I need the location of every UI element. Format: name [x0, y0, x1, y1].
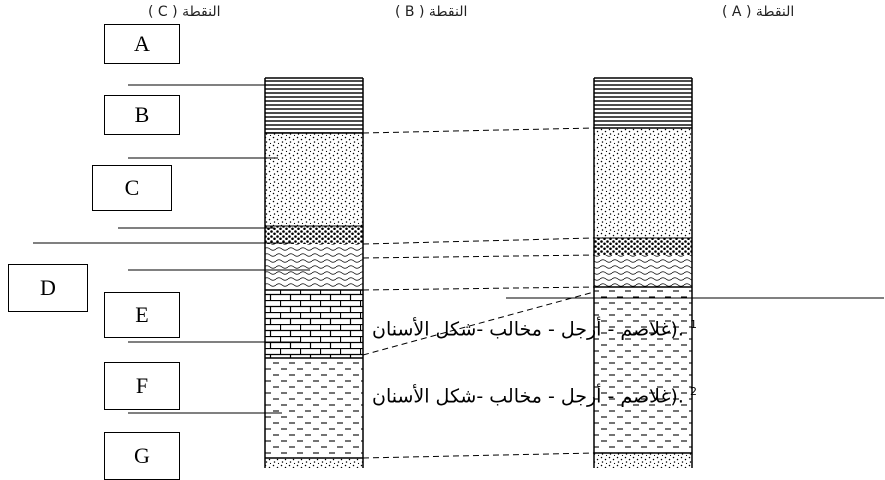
label-box-f: F: [104, 362, 180, 410]
label-box-b: B: [104, 95, 180, 135]
label-box-e: E: [104, 292, 180, 338]
footnote-2: 2 .(غلاصم - أرجل - مخالب -شكل الأسنان: [372, 385, 697, 407]
point-b-header: النقطة ( B ): [395, 4, 468, 20]
footnote-2-mark: 2: [689, 385, 697, 398]
label-box-c: C: [92, 165, 172, 211]
point-a-header: النقطة ( A ): [722, 4, 795, 20]
footnote-1-mark: 1: [689, 318, 697, 331]
column-a: [593, 77, 693, 468]
label-box-g: G: [104, 432, 180, 480]
footnote-2-text: .(غلاصم - أرجل - مخالب -شكل الأسنان: [372, 385, 684, 408]
footnote-1: 1 .(غلاصم - أرجل - مخالب -شكل الأسنان: [372, 318, 697, 340]
footnote-1-text: .(غلاصم - أرجل - مخالب -شكل الأسنان: [372, 318, 684, 341]
correlation-lines: [362, 127, 595, 459]
point-c-header: النقطة ( C ): [148, 4, 221, 20]
label-box-a: A: [104, 24, 180, 64]
label-box-d: D: [8, 264, 88, 312]
column-b: [264, 77, 364, 468]
stratigraphic-columns-diagram: [33, 77, 884, 468]
label-leader-lines: [33, 84, 884, 414]
